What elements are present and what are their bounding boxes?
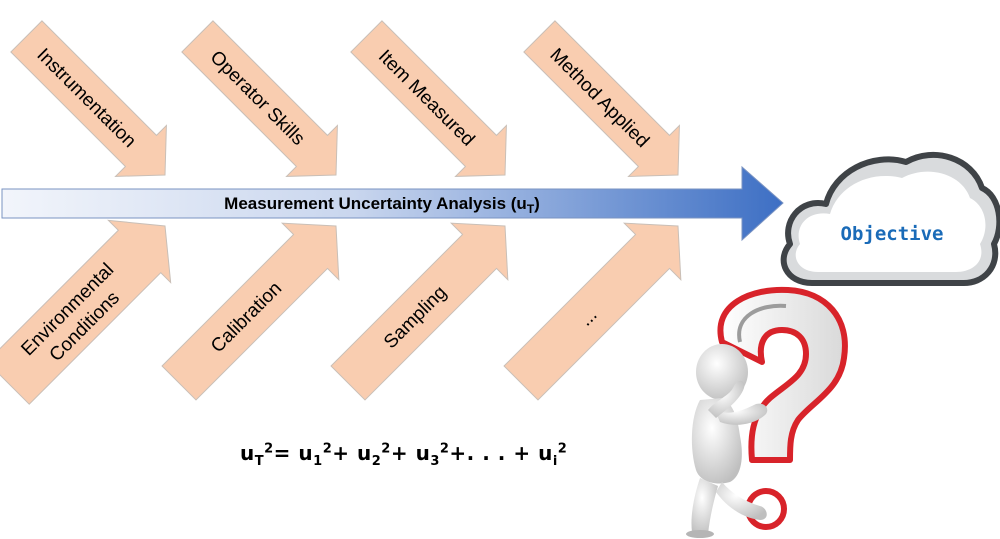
spine-label: Measurement Uncertainty Analysis (uT) <box>224 194 540 216</box>
thinking-person-icon <box>686 344 768 538</box>
cause-label: Operator Skills <box>206 47 309 150</box>
spine-arrow: Measurement Uncertainty Analysis (uT) <box>1 165 784 242</box>
cause-label: Instrumentation <box>32 45 139 152</box>
cause-arrow-item-measured: Item Measured <box>350 20 507 177</box>
objective-label: Objective <box>841 223 944 245</box>
cause-arrow-sampling: Sampling <box>330 222 509 401</box>
cause-arrow-operator-skills: Operator Skills <box>181 20 338 177</box>
cloud-icon: Objective <box>780 151 1000 286</box>
cause-arrow-environmental-conditions: Environmental Conditions <box>0 219 172 405</box>
cause-label: Method Applied <box>545 45 652 152</box>
cause-label: Item Measured <box>374 46 478 150</box>
cause-arrow-instrumentation: Instrumentation <box>10 20 167 177</box>
question-mark-icon <box>717 286 848 530</box>
cause-arrow-calibration: Calibration <box>161 222 340 401</box>
cause-arrow-method-applied: Method Applied <box>523 20 680 177</box>
cause-arrow-more: ... <box>503 222 682 401</box>
uncertainty-formula: uT2= u12+ u22+ u32+. . . + ui2 <box>240 441 568 469</box>
